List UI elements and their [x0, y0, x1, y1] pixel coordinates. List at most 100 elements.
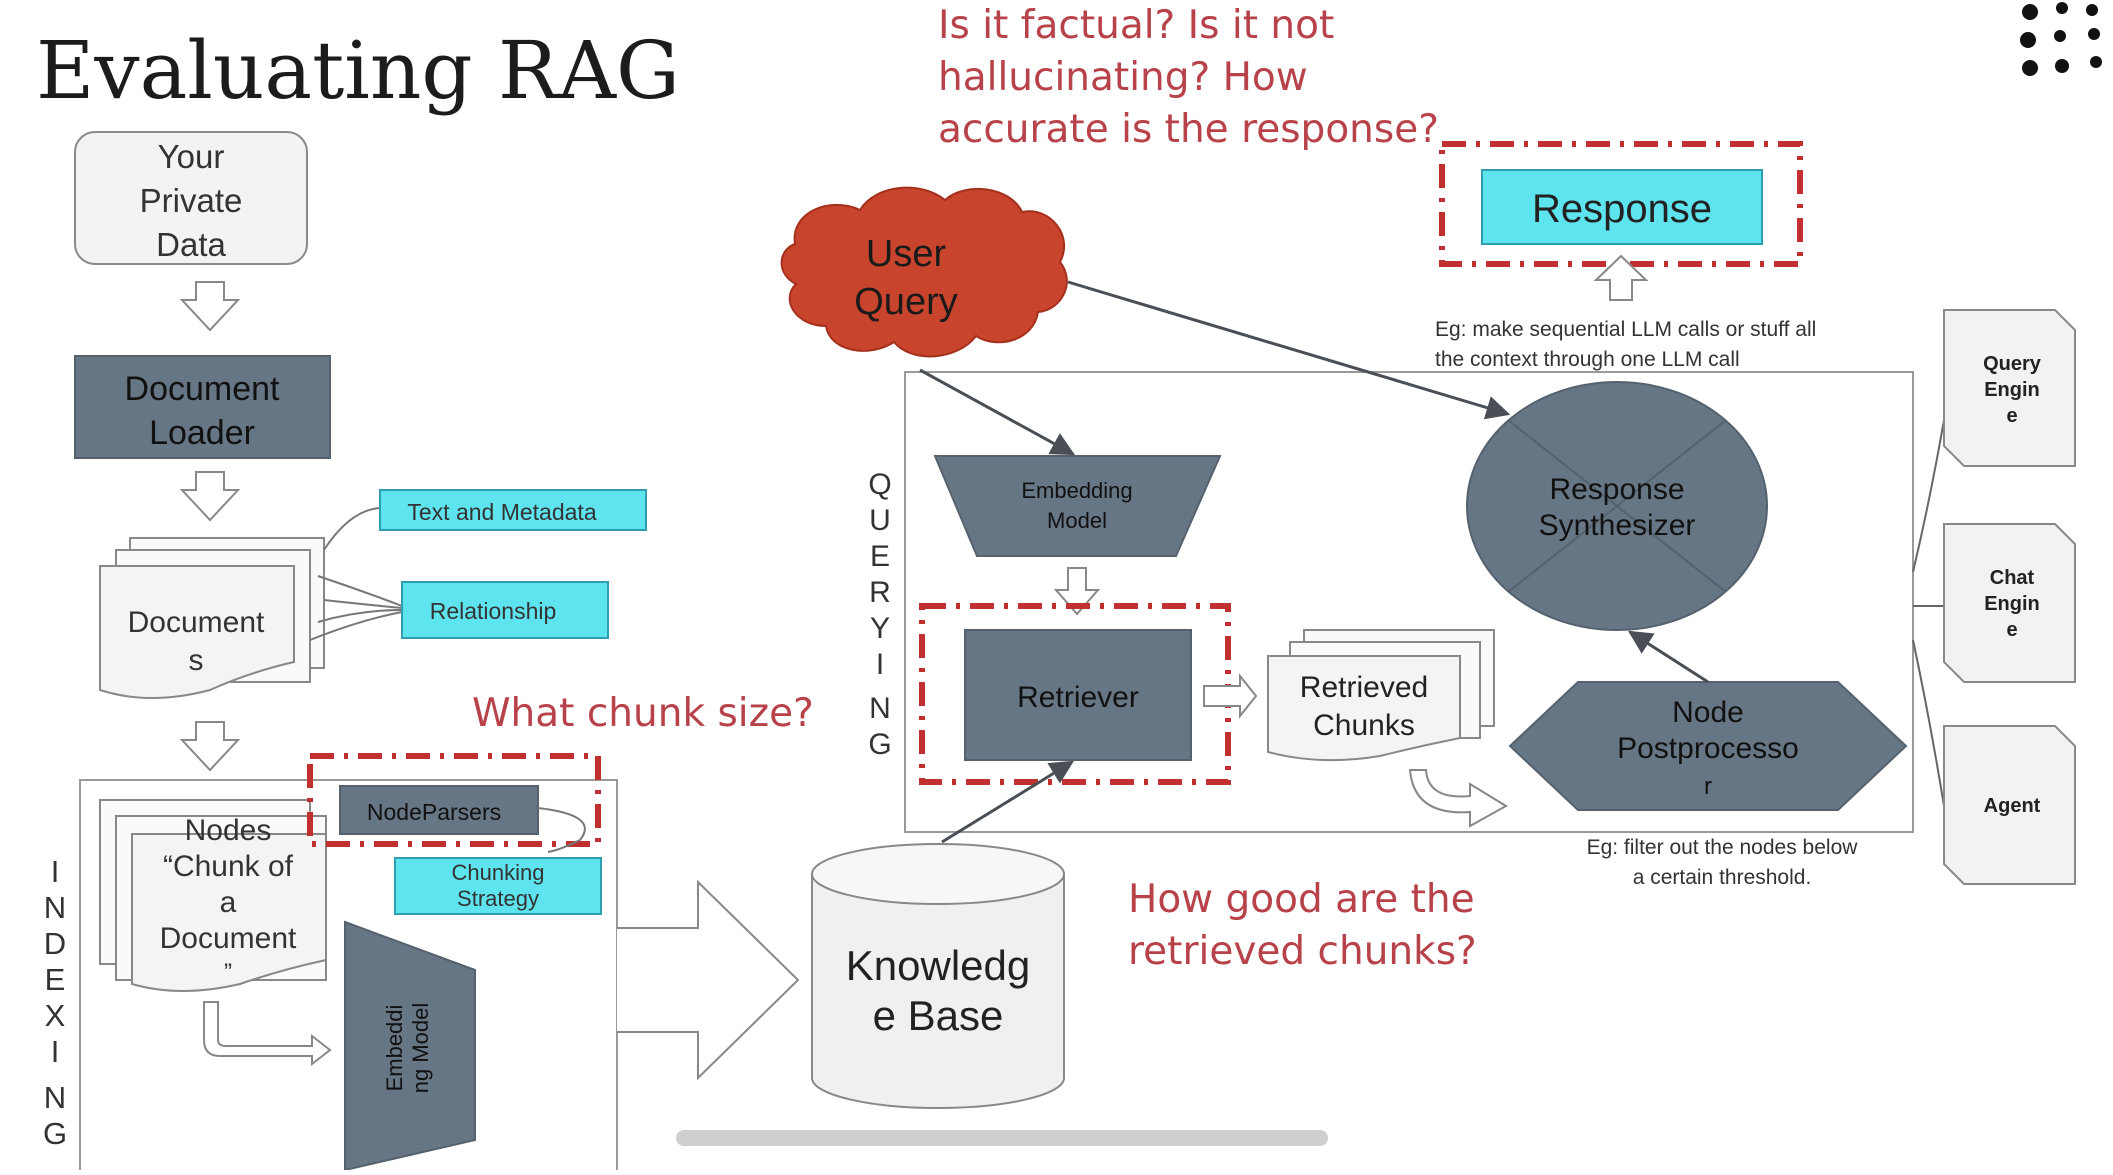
- svg-text:How good are the: How good are the: [1128, 877, 1475, 922]
- node-postprocessor-hexagon: Node Postprocesso r: [1508, 681, 1908, 811]
- svg-text:E: E: [45, 962, 66, 997]
- svg-text:I: I: [876, 648, 884, 681]
- svg-text:Y: Y: [870, 612, 890, 645]
- svg-text:Engin: Engin: [1984, 379, 2040, 401]
- svg-text:Strategy: Strategy: [457, 886, 539, 911]
- svg-text:Eg: make sequential LLM calls: Eg: make sequential LLM calls or stuff a…: [1435, 318, 1816, 341]
- document-loader-box: Document Loader: [74, 355, 331, 459]
- svg-text:retrieved chunks?: retrieved chunks?: [1128, 929, 1477, 974]
- svg-text:N: N: [44, 890, 66, 925]
- user-query-cloud: User Query: [780, 186, 1068, 358]
- svg-text:Knowledg: Knowledg: [846, 942, 1030, 989]
- svg-text:Your: Your: [158, 138, 225, 175]
- logo-dots-icon: [2020, 2, 2102, 76]
- chat-engine-card: Chat Engin e: [1943, 523, 2076, 683]
- text-metadata-box: Text and Metadata: [379, 489, 647, 531]
- svg-text:Is it factual? Is it not: Is it factual? Is it not: [938, 3, 1334, 48]
- svg-text:N: N: [44, 1080, 66, 1115]
- svg-text:Response: Response: [1532, 187, 1712, 231]
- svg-text:Engin: Engin: [1984, 593, 2040, 615]
- svg-text:r: r: [1704, 773, 1712, 800]
- right-arrow-icon: [1203, 673, 1258, 719]
- curved-arrow-icon: [203, 1001, 332, 1067]
- retriever-box: Retriever: [964, 629, 1192, 761]
- svg-text:Nodes: Nodes: [185, 814, 272, 847]
- svg-text:I: I: [51, 1034, 60, 1069]
- querying-container: [904, 371, 1914, 833]
- svg-text:a certain threshold.: a certain threshold.: [1633, 866, 1812, 889]
- svg-text:User: User: [866, 233, 947, 275]
- svg-text:Retriever: Retriever: [1017, 681, 1139, 714]
- response-highlight: [1439, 141, 1803, 267]
- svg-text:G: G: [868, 728, 891, 761]
- query-engine-card: Query Engin e: [1943, 309, 2076, 467]
- svg-text:Query: Query: [1983, 353, 2042, 375]
- svg-text:s: s: [189, 644, 204, 677]
- svg-text:Chat: Chat: [1990, 567, 2035, 589]
- page-title: Evaluating RAG: [36, 24, 680, 117]
- question-factual: Is it factual? Is it not hallucinating? …: [938, 3, 1439, 152]
- indexing-embedding-model: Embeddi ng Model: [344, 920, 476, 1172]
- response-synthesizer-circle: Response Synthesizer: [1466, 381, 1768, 631]
- response-box: Response: [1481, 169, 1763, 245]
- svg-text:Postprocesso: Postprocesso: [1617, 732, 1799, 765]
- svg-text:accurate is the response?: accurate is the response?: [938, 107, 1439, 152]
- svg-text:Chunking: Chunking: [452, 860, 545, 885]
- svg-text:G: G: [43, 1116, 67, 1151]
- svg-text:e Base: e Base: [873, 992, 1004, 1039]
- svg-text:Document: Document: [128, 606, 265, 639]
- node-parsers-box: NodeParsers: [339, 785, 539, 835]
- svg-text:Synthesizer: Synthesizer: [1539, 509, 1696, 542]
- down-arrow-icon: [179, 721, 241, 772]
- knowledge-base-cylinder: Knowledg e Base: [811, 843, 1065, 1109]
- synthesizer-note: Eg: make sequential LLM calls or stuff a…: [1435, 318, 1816, 371]
- up-arrow-icon: [1593, 254, 1649, 301]
- svg-text:Document: Document: [125, 370, 281, 408]
- svg-text:Q: Q: [868, 468, 891, 501]
- svg-text:D: D: [44, 926, 66, 961]
- svg-text:Embeddi: Embeddi: [382, 1005, 407, 1092]
- documents-connectors: [309, 507, 403, 641]
- video-scrubber-bar[interactable]: [676, 1130, 1328, 1146]
- querying-section-label: Q U E R Y I N G: [868, 468, 891, 761]
- nodes-stack: Nodes “Chunk of a Document ”: [99, 799, 327, 992]
- svg-text:Retrieved: Retrieved: [1300, 671, 1428, 704]
- svg-text:Data: Data: [156, 226, 226, 263]
- svg-text:Chunks: Chunks: [1313, 709, 1415, 742]
- svg-text:N: N: [869, 692, 891, 725]
- question-chunk-size: What chunk size?: [472, 691, 814, 736]
- svg-text:hallucinating? How: hallucinating? How: [938, 55, 1308, 100]
- down-arrow-icon: [179, 281, 241, 332]
- svg-text:e: e: [2006, 619, 2017, 641]
- documents-stack: Document s: [99, 537, 325, 699]
- svg-text:ng Model: ng Model: [408, 1003, 433, 1094]
- down-arrow-icon: [179, 471, 241, 522]
- svg-text:Model: Model: [1047, 508, 1107, 533]
- node-parsers-highlight: [307, 753, 601, 847]
- svg-text:Embedding: Embedding: [1021, 478, 1132, 503]
- agent-card: Agent: [1943, 725, 2076, 885]
- svg-text:a: a: [220, 886, 237, 919]
- svg-text:Private: Private: [140, 182, 243, 219]
- svg-text:Loader: Loader: [149, 414, 255, 452]
- svg-text:I: I: [51, 854, 60, 889]
- curved-arrow-icon: [1408, 769, 1508, 828]
- chunking-strategy-box: Chunking Strategy: [394, 857, 602, 915]
- indexing-section-label: I N D E X I N G: [43, 854, 67, 1151]
- svg-text:X: X: [45, 998, 66, 1033]
- output-connectors: [1912, 419, 1945, 807]
- svg-text:the context through one LLM ca: the context through one LLM call: [1435, 348, 1740, 371]
- parsers-connector: [537, 807, 586, 853]
- svg-text:Query: Query: [854, 281, 957, 323]
- flow-arrows: [919, 280, 1709, 844]
- svg-text:E: E: [870, 540, 890, 573]
- svg-text:U: U: [869, 504, 891, 537]
- question-retrieved-chunks: How good are the retrieved chunks?: [1128, 877, 1477, 974]
- big-arrow-to-knowledge-base: [617, 879, 800, 1081]
- svg-text:NodeParsers: NodeParsers: [367, 799, 501, 825]
- postprocessor-note: Eg: filter out the nodes below a certain…: [1587, 836, 1859, 889]
- svg-text:Agent: Agent: [1984, 795, 2041, 817]
- down-arrow-icon: [1053, 567, 1101, 616]
- svg-text:Relationship: Relationship: [430, 598, 557, 624]
